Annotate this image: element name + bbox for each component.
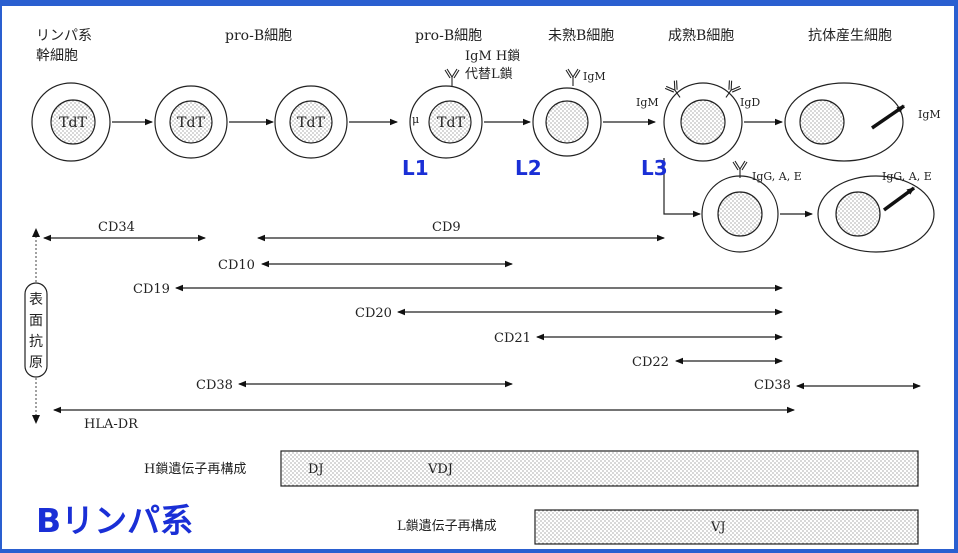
- antibody-icon: [445, 69, 459, 86]
- stage-header-stem-cell: 幹細胞: [36, 47, 78, 64]
- stage-header-pro-b: pro-B細胞: [225, 28, 292, 44]
- svg-text:CD19: CD19: [133, 282, 170, 297]
- svg-text:CD34: CD34: [98, 220, 135, 235]
- marker-cd21: CD21: [494, 331, 782, 346]
- level-label-l1: L1: [402, 156, 429, 180]
- stem-cell: TdT: [32, 83, 110, 161]
- stage-header-pre-b: pro-B細胞: [415, 28, 482, 44]
- igg-a-e-label: IgG, A, E: [752, 170, 802, 183]
- igg-a-e-secreted-label: IgG, A, E: [882, 170, 932, 183]
- slide-title: Bリンパ系: [36, 501, 193, 540]
- svg-text:CD38: CD38: [196, 378, 233, 393]
- h-chain-rearrangement: H鎖遺伝子再構成 DJ VDJ: [144, 451, 918, 486]
- stage-header-lymphoid: リンパ系: [36, 28, 92, 44]
- svg-text:L鎖遺伝子再構成: L鎖遺伝子再構成: [397, 518, 497, 534]
- marker-cd34: CD34: [44, 220, 205, 238]
- igm-label: IgM: [583, 70, 606, 83]
- svg-text:抗: 抗: [29, 334, 43, 350]
- marker-cd22: CD22: [632, 355, 782, 370]
- svg-text:CD20: CD20: [355, 306, 392, 321]
- plasma-cell-igm: IgM: [785, 83, 941, 161]
- pro-b-cell-2: TdT: [275, 86, 347, 158]
- svg-text:CD10: CD10: [218, 258, 255, 273]
- svg-text:面: 面: [29, 313, 43, 329]
- mu-chain-label: μ: [412, 113, 419, 126]
- igd-label: IgD: [740, 96, 760, 109]
- svg-text:CD38: CD38: [754, 378, 791, 393]
- stage-header-plasma-cell: 抗体産生細胞: [808, 28, 892, 44]
- stage-header-immature-b: 未熟B細胞: [548, 28, 614, 44]
- marker-cd20: CD20: [355, 306, 782, 321]
- surrogate-light-chain-label: 代替L鎖: [465, 66, 513, 82]
- svg-text:表: 表: [29, 292, 43, 308]
- marker-cd38-plasma: CD38: [754, 378, 920, 393]
- level-label-l2: L2: [515, 156, 542, 180]
- plasma-cell-igg: IgG, A, E: [818, 170, 934, 252]
- svg-text:VJ: VJ: [710, 520, 726, 535]
- marker-hla-dr: HLA-DR: [54, 410, 794, 432]
- antibody-icon: [733, 161, 747, 178]
- svg-text:DJ: DJ: [308, 462, 324, 477]
- svg-text:CD22: CD22: [632, 355, 669, 370]
- svg-text:TdT: TdT: [59, 115, 87, 131]
- marker-cd38: CD38: [196, 378, 512, 393]
- svg-text:原: 原: [29, 355, 43, 371]
- surface-antigen-axis: 表 面 抗 原: [25, 228, 47, 424]
- antibody-icon: [566, 69, 580, 86]
- igm-heavy-chain-label: IgM H鎖: [465, 48, 520, 64]
- stage-header-mature-b: 成熟B細胞: [668, 28, 734, 44]
- marker-cd10: CD10: [218, 258, 512, 273]
- svg-text:TdT: TdT: [437, 115, 465, 131]
- pre-b-cell: TdT μ: [410, 69, 482, 158]
- class-switched-b-cell: IgG, A, E: [702, 161, 802, 252]
- marker-cd9: CD9: [258, 220, 664, 238]
- mature-b-cell: IgM IgD: [636, 80, 760, 161]
- pro-b-cell-1: TdT: [155, 86, 227, 158]
- immature-b-cell: IgM: [533, 69, 606, 156]
- svg-text:H鎖遺伝子再構成: H鎖遺伝子再構成: [144, 461, 246, 477]
- svg-text:CD9: CD9: [432, 220, 461, 235]
- marker-cd19: CD19: [133, 282, 782, 297]
- svg-text:CD21: CD21: [494, 331, 531, 346]
- igm-secreted-label: IgM: [918, 108, 941, 121]
- svg-text:TdT: TdT: [297, 115, 325, 131]
- l-chain-rearrangement: L鎖遺伝子再構成 VJ: [397, 510, 918, 544]
- level-label-l3: L3: [641, 156, 668, 180]
- igm-label: IgM: [636, 96, 659, 109]
- svg-text:TdT: TdT: [177, 115, 205, 131]
- svg-text:HLA-DR: HLA-DR: [84, 417, 139, 432]
- svg-text:VDJ: VDJ: [427, 462, 453, 477]
